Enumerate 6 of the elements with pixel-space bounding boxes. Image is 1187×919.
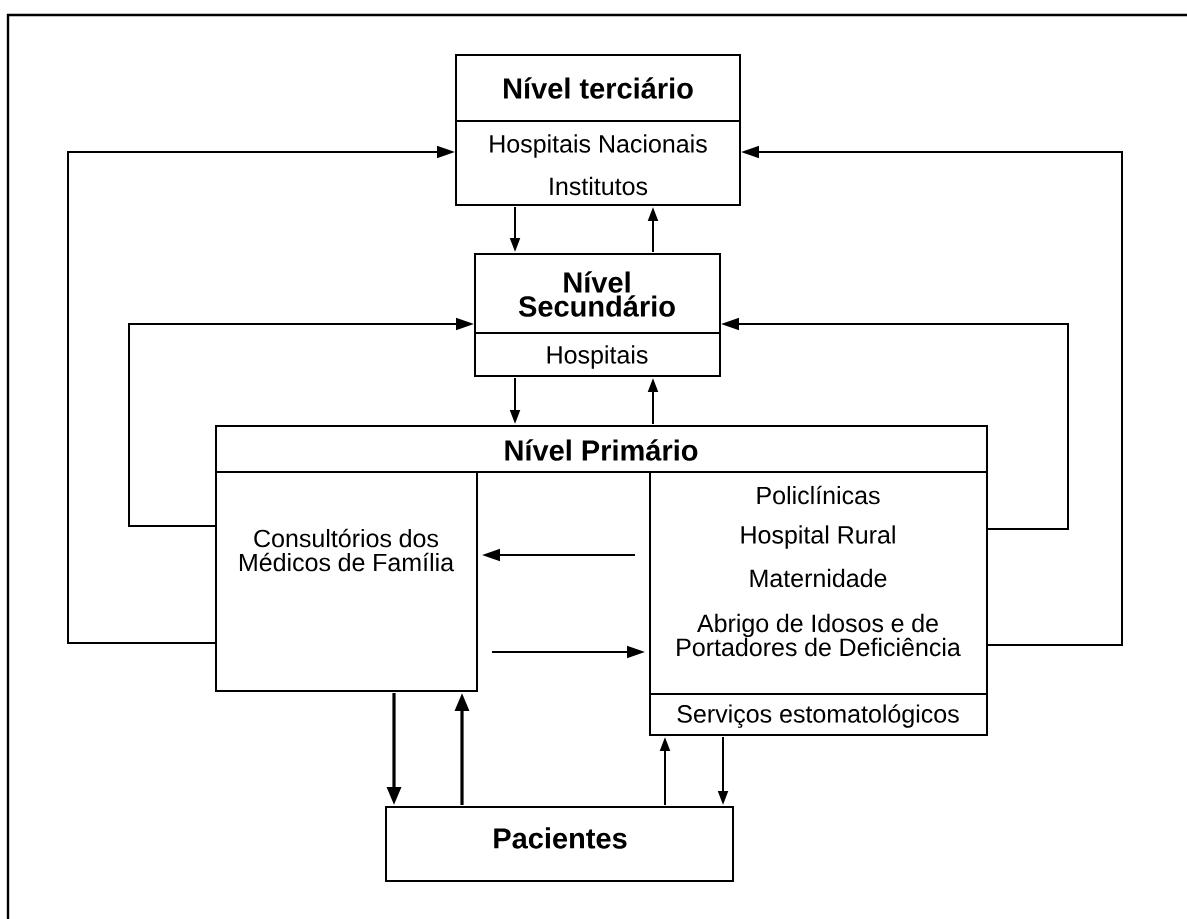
secondary-level-box: Nível Secundário Hospitais [474,253,721,377]
patients-box: Pacientes [385,806,734,882]
primary-level-band: Nível Primário [215,425,988,473]
primary-services-box: Policlínicas Hospital Rural Maternidade Abrigo de Idosos e de Portadores de Deficiência Serviços estomatológicos [649,471,988,736]
tertiary-level-box: Nível terciário Hospitais Nacionais Institutos [455,54,741,206]
family-doctors-box: Consultórios dos Médicos de Família [215,471,478,692]
